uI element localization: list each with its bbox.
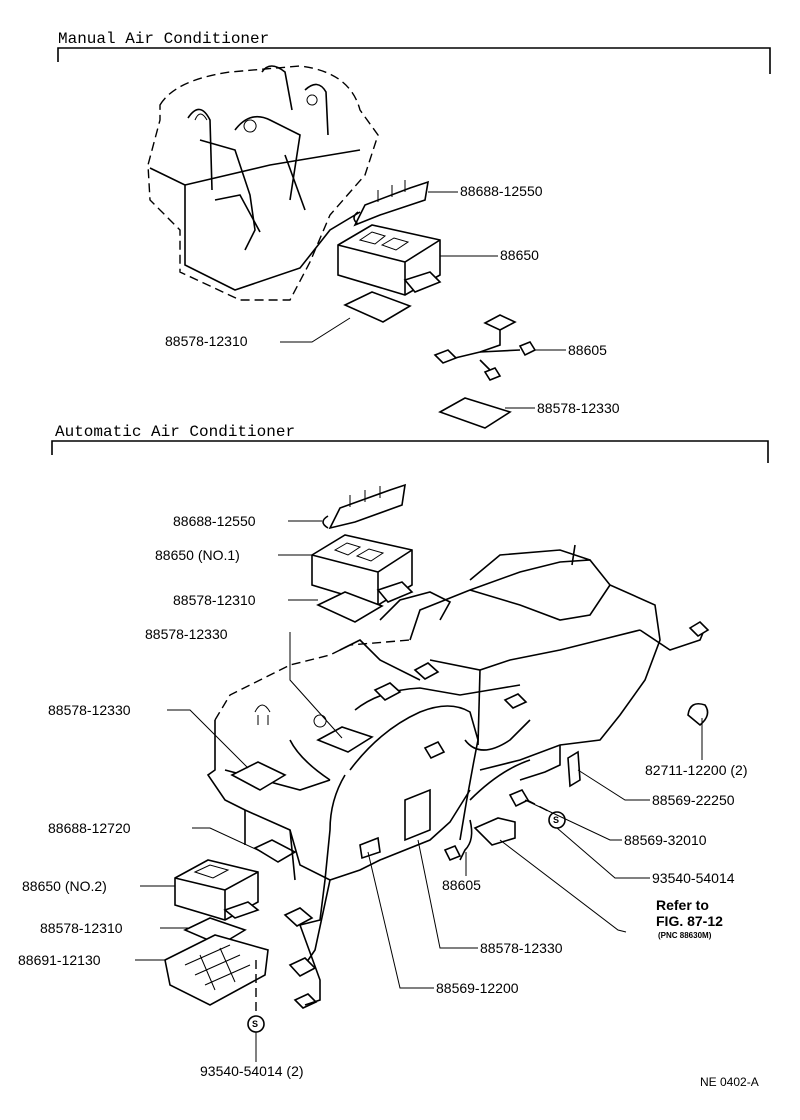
auto-pad-2-drawing (316, 726, 374, 753)
manual-leader-lines (280, 191, 566, 409)
label-88578-12310-auto-lower: 88578-12310 (40, 920, 123, 936)
label-93540-54014: 93540-54014 (652, 870, 735, 886)
auto-harness-drawing (283, 620, 710, 1009)
label-93540-54014-2: 93540-54014 (2) (200, 1063, 304, 1079)
auto-sensor-drawing (359, 836, 381, 860)
auto-pad-4-drawing (404, 788, 431, 842)
automatic-section-title: Automatic Air Conditioner (55, 423, 296, 441)
label-88688-12550-auto: 88688-12550 (173, 513, 256, 529)
automatic-leader-lines (135, 520, 703, 1062)
manual-control-unit-drawing (337, 224, 442, 296)
manual-bracket-drawing (353, 180, 430, 227)
label-88569-12200: 88569-12200 (436, 980, 519, 996)
refer-fig-text: FIG. 87-12 (656, 913, 723, 929)
refer-to-text: Refer to (656, 897, 709, 913)
label-88578-12330-manual: 88578-12330 (537, 400, 620, 416)
clamp-drawing (687, 702, 709, 727)
manual-pad-drawing (343, 291, 412, 323)
screw-1-symbol: S (553, 815, 560, 825)
auto-bracket-drawing (322, 483, 406, 530)
manual-section-bracket (57, 47, 771, 74)
aspirator-drawing (473, 817, 516, 846)
auto-control-unit-1-drawing (311, 534, 414, 606)
figure-code: NE 0402-A (700, 1075, 759, 1089)
label-88578-12330-auto-vertical: 88578-12330 (480, 940, 563, 956)
label-88578-12310-auto: 88578-12310 (173, 592, 256, 608)
manual-ac-unit-drawing (147, 65, 379, 301)
manual-section-title: Manual Air Conditioner (58, 30, 270, 48)
label-88569-22250: 88569-22250 (652, 792, 735, 808)
auto-case-drawing (164, 934, 269, 1006)
label-88578-12310-manual: 88578-12310 (165, 333, 248, 349)
label-88650-no1: 88650 (NO.1) (155, 547, 240, 563)
label-88569-32010: 88569-32010 (624, 832, 707, 848)
auto-control-unit-2-drawing (174, 859, 260, 921)
automatic-ac-unit-drawing (206, 544, 661, 881)
label-88688-12720: 88688-12720 (48, 820, 131, 836)
label-82711-12200: 82711-12200 (2) (645, 762, 748, 778)
label-88605-manual: 88605 (568, 342, 607, 358)
auto-sensor-3-drawing (508, 788, 530, 808)
label-88578-12330-auto-left: 88578-12330 (48, 702, 131, 718)
auto-pad-3-drawing (230, 761, 287, 791)
manual-harness-drawing (433, 314, 537, 381)
label-88688-12550-manual: 88688-12550 (460, 183, 543, 199)
label-88691-12130: 88691-12130 (18, 952, 101, 968)
refer-pnc-text: (PNC 88630M) (658, 931, 712, 940)
label-88605-auto: 88605 (442, 877, 481, 893)
auto-sensor-2-drawing (567, 750, 581, 788)
label-88578-12330-auto-upper: 88578-12330 (145, 626, 228, 642)
manual-pad-2-drawing (438, 397, 512, 429)
screw-2-symbol: S (252, 1019, 259, 1029)
auto-bracket-2-drawing (253, 839, 297, 863)
label-88650-manual: 88650 (500, 247, 539, 263)
auto-pad-1-drawing (316, 591, 384, 623)
automatic-section-bracket (51, 440, 769, 463)
label-88650-no2: 88650 (NO.2) (22, 878, 107, 894)
